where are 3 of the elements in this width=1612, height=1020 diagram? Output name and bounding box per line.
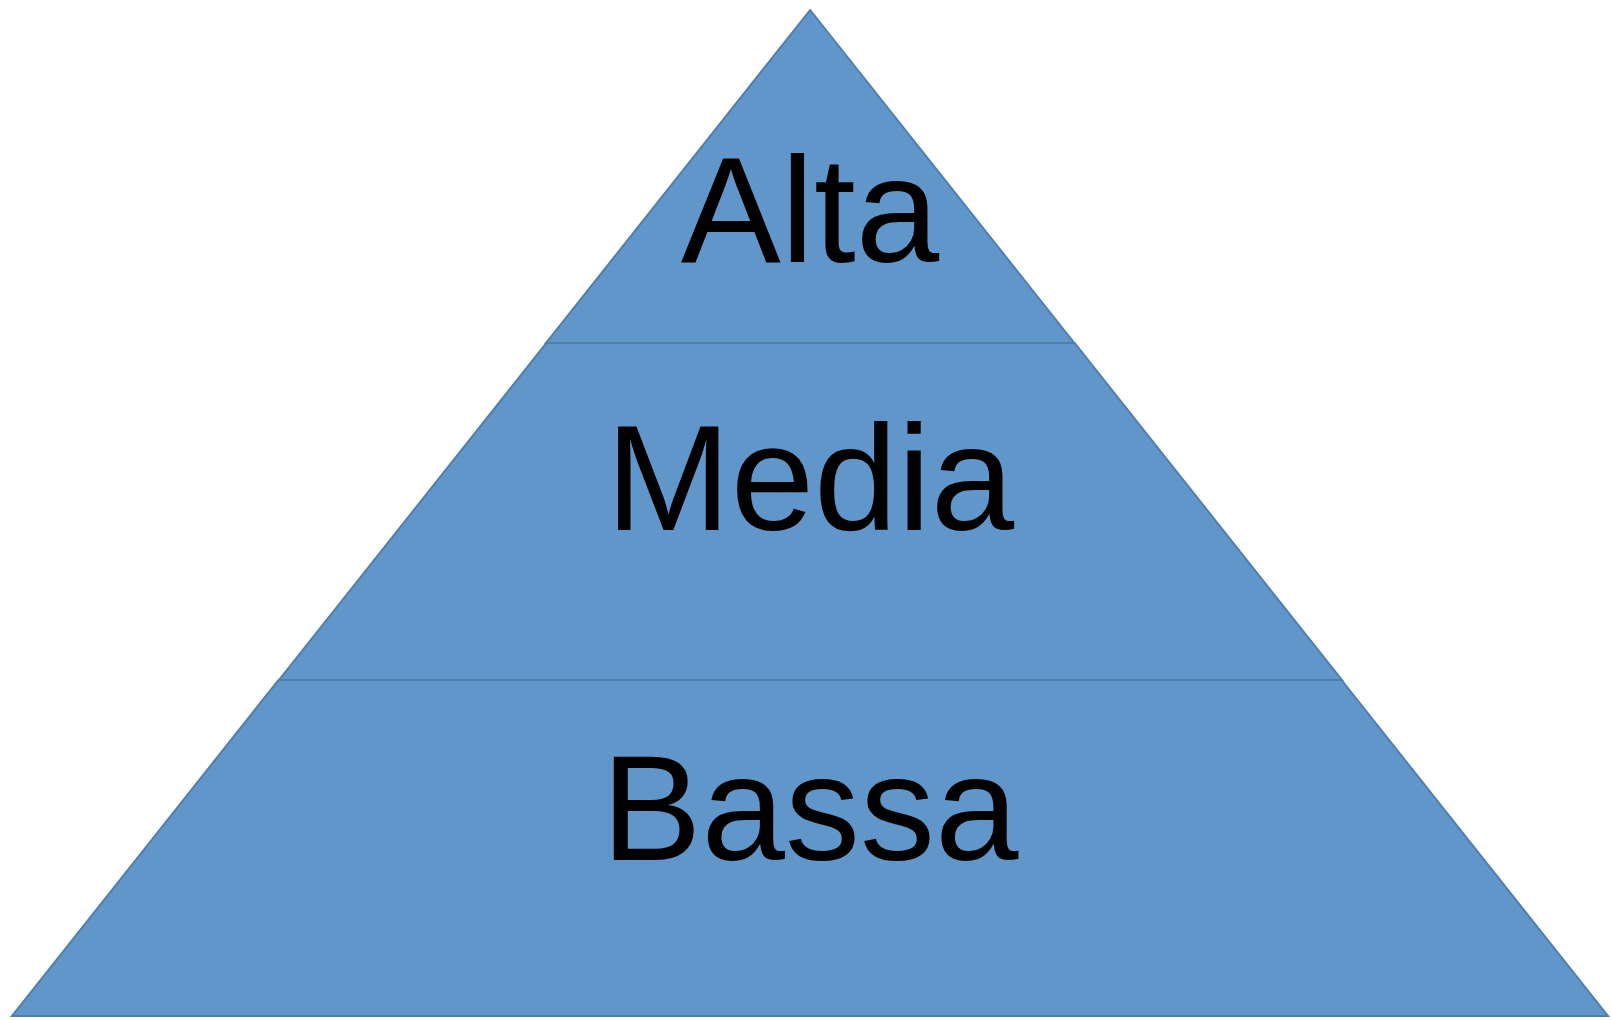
tier-label: Bassa xyxy=(601,732,1019,883)
tier-label: Alta xyxy=(680,134,940,285)
tier-label: Media xyxy=(605,402,1015,553)
